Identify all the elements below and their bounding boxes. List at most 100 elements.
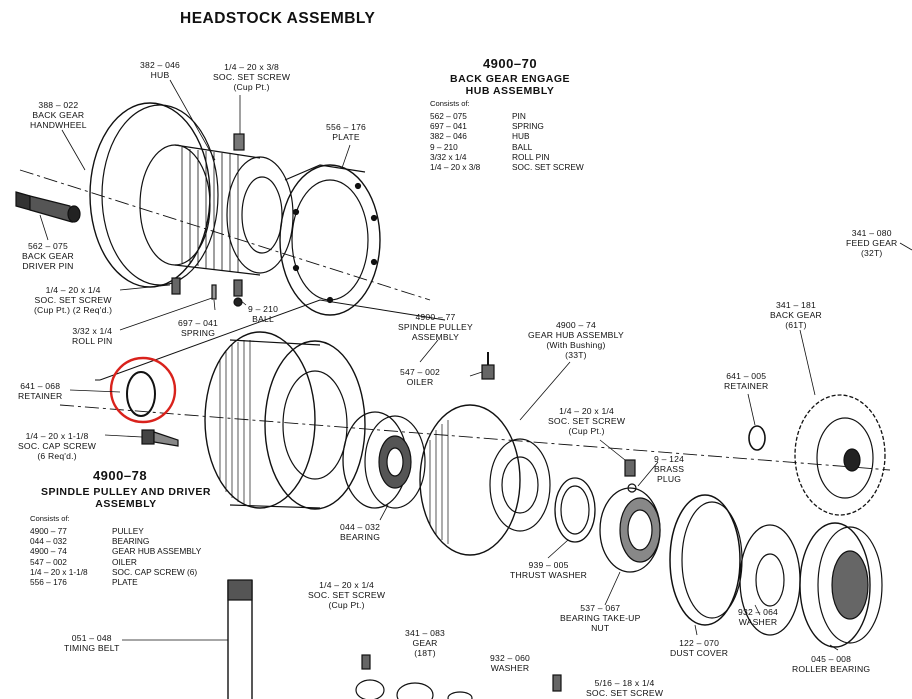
gear-hub-part [419,404,551,556]
label-line: HANDWHEEL [30,120,87,130]
label-line: 1/4 – 20 x 1/4 [319,580,375,590]
label-line: SOC. SET SCREW [34,295,112,305]
label-line: 697 – 041 [178,318,219,328]
label-line: ASSEMBLY [411,332,460,342]
label-line: 547 – 002 [400,367,441,377]
cap-screw-part [141,429,179,447]
part-description: HUB [512,131,530,142]
label-line: (32T) [860,248,883,258]
set-screw-mid-part [624,459,637,493]
label-line: 045 – 008 [811,654,852,664]
label-line: ROLL PIN [72,336,113,346]
label-line: GEAR HUB ASSEMBLY [528,330,624,340]
label-line: PLATE [332,132,360,142]
set-screw-top-part [233,133,245,151]
part-description: BEARING [112,536,150,547]
label-line: DRIVER PIN [22,261,74,271]
part-number: 4900 – 74 [30,546,67,557]
assembly-a-number: 4900–70 [482,56,538,71]
frame-lines [95,299,446,381]
page-title: HEADSTOCK ASSEMBLY [180,10,376,27]
label-line: (6 Req'd.) [37,451,77,461]
label-line: 9 – 124 [654,454,685,464]
label-line: 4900 – 74 [555,320,596,330]
label-line: 341 – 080 [851,228,892,238]
spring-part [171,277,243,307]
assembly-a-consists-label: Consists of: [430,99,470,108]
label-line: BEARING TAKE-UP [560,613,641,623]
label-line: BACK GEAR [22,251,74,261]
part-description: ROLL PIN [512,151,550,162]
part-description: SOC. SET SCREW [512,162,584,173]
label-line: SOC. SET SCREW [213,72,291,82]
thrust-washer-part [554,477,596,543]
table-row: 556 – 176 PLATE [30,577,205,587]
part-description: PIN [512,111,526,121]
label-line: FEED GEAR [846,238,898,248]
assembly-b-consists-label: Consists of: [30,514,70,523]
part-description: GEAR HUB ASSEMBLY [112,546,202,557]
label-line: (Cup Pt.) [568,426,605,436]
label-line: 932 – 064 [738,607,779,617]
label-line: (Cup Pt.) [233,82,270,92]
assembly-b-name-line1: SPINDLE PULLEY AND DRIVER [40,486,212,498]
label-line: PLUG [656,474,682,484]
label-line: OILER [406,377,434,387]
dust-cover-part [669,494,743,626]
label-line: 341 – 083 [405,628,446,638]
part-number: 556 – 176 [30,577,67,588]
bottom-parts [355,654,562,699]
label-line: 044 – 032 [340,522,381,532]
table-row: 547 – 002 OILER [30,557,205,567]
spindle-pulley-part [204,331,366,510]
part-description: SPRING [512,121,544,132]
label-line: RETAINER [724,381,769,391]
label-line: BACK GEAR [770,310,822,320]
label-line: 122 – 070 [679,638,720,648]
part-description: OILER [112,556,137,567]
assembly-a-name: BACK GEAR ENGAGE HUB ASSEMBLY [432,73,588,97]
label-line: 382 – 046 [140,60,181,70]
label-line: 051 – 048 [71,633,112,643]
part-description: PLATE [112,577,138,588]
label-line: (33T) [565,350,587,360]
label-line: BRASS [654,464,685,474]
part-number: 3/32 x 1/4 [430,151,467,162]
plate-part [279,164,381,316]
leader-lines [39,79,912,651]
label-line: (Cup Pt.) (2 Req'd.) [34,305,113,315]
part-number: 547 – 002 [30,556,67,567]
label-line: 641 – 005 [726,371,767,381]
label-line: BEARING [340,532,381,542]
part-number: 697 – 041 [430,121,467,132]
label-line: 1/4 – 20 x 3/8 [224,62,280,72]
label-line: RETAINER [18,391,63,401]
label-line: SOC. SET SCREW [308,590,386,600]
label-line: 932 – 060 [490,653,531,663]
label-line: SOC. SET SCREW [548,416,626,426]
